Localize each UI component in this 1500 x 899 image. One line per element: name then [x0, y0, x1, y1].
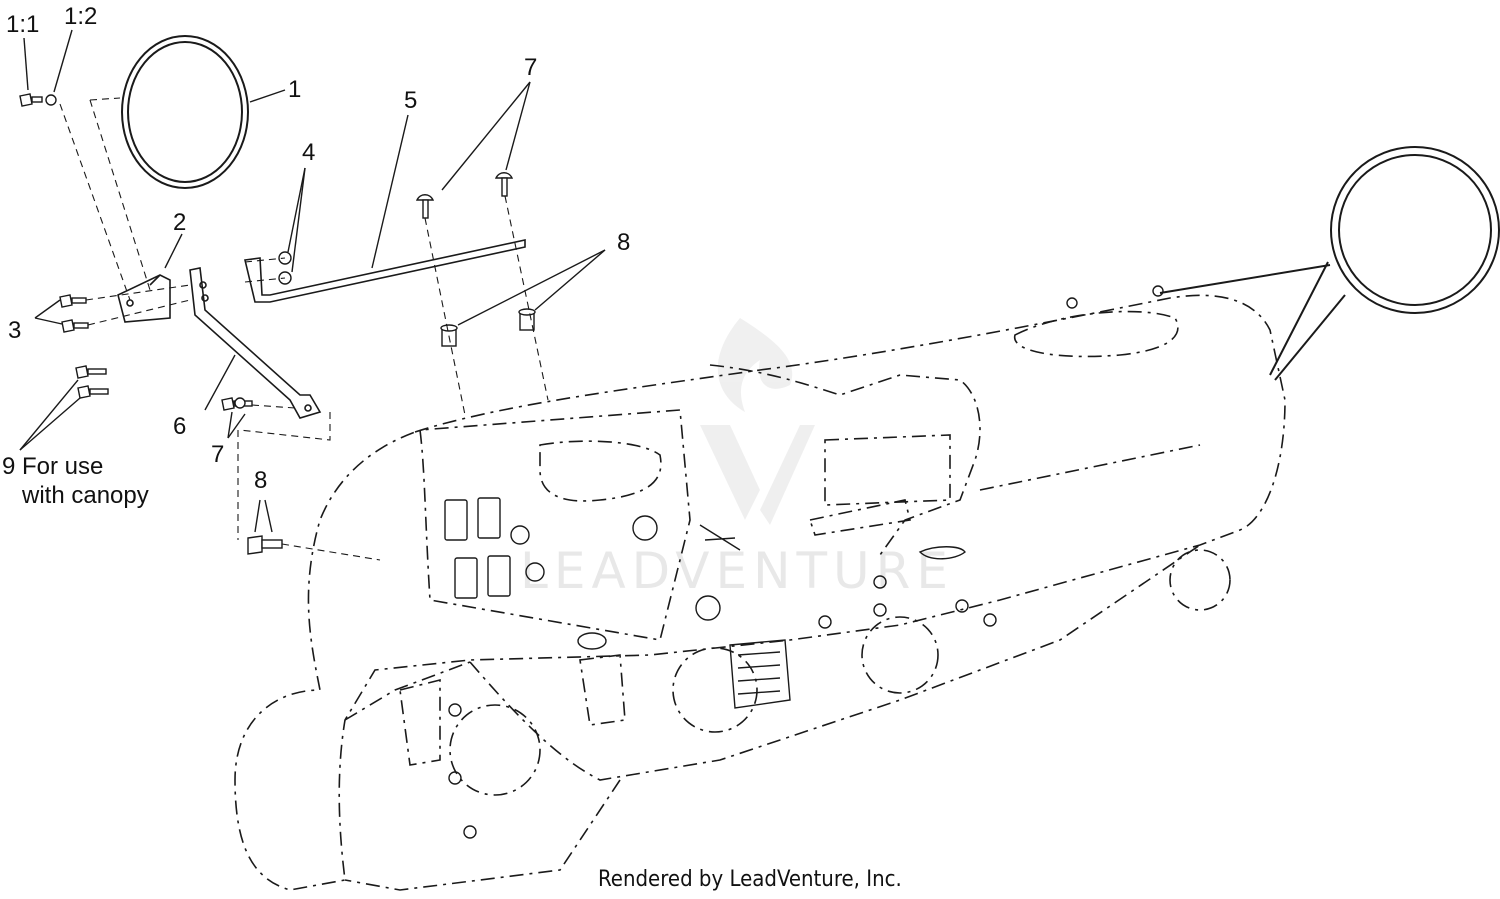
rod-part-5: [244, 239, 526, 303]
callout-1: 1: [288, 76, 301, 103]
callout-1-1: 1:1: [6, 11, 39, 38]
callout-5: 5: [404, 87, 417, 114]
callout-8-side: 8: [254, 467, 267, 494]
callout-9-line1: 9 For use: [2, 453, 103, 480]
rendered-by-footer: Rendered by LeadVenture, Inc.: [598, 867, 902, 892]
bracket-part-6: [189, 267, 322, 419]
instrument-panel-details: [444, 285, 1164, 839]
leadventure-watermark: LEADVENTURE: [520, 318, 954, 600]
callout-3: 3: [8, 317, 21, 344]
callout-7-side: 7: [211, 441, 224, 468]
callout-1-2: 1:2: [64, 3, 97, 30]
leader-lines: [19, 29, 606, 533]
watermark-text: LEADVENTURE: [520, 542, 954, 600]
right-side-mirror: [1159, 146, 1500, 381]
callout-6: 6: [173, 413, 186, 440]
callout-7-top: 7: [524, 54, 537, 81]
callout-4: 4: [302, 139, 315, 166]
callout-2: 2: [173, 209, 186, 236]
callout-labels: 1:1 1:2 1 2 3 4 5 6 7 7 8 8 9 For use wi…: [2, 3, 630, 509]
callout-9-line2: with canopy: [21, 482, 149, 509]
callout-8-top: 8: [617, 229, 630, 256]
bracket-part-2: [117, 274, 171, 323]
dashboard-assembly: [234, 294, 1286, 891]
left-mirror-part-1: [121, 35, 249, 189]
assembly-lines: [59, 97, 549, 561]
